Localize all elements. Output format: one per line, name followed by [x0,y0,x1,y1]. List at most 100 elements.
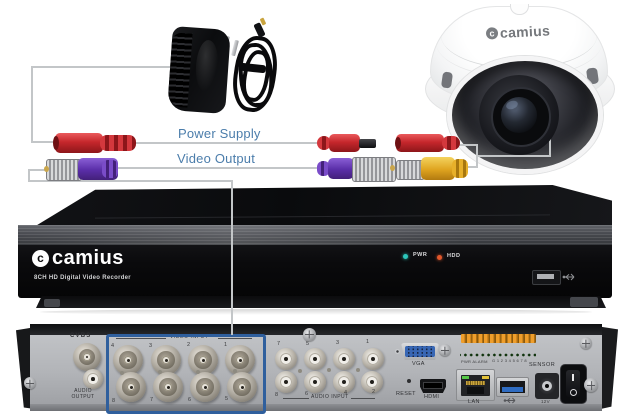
hdmi-slot [424,383,442,388]
lan-amber-led [482,376,489,379]
video-input-label-line [218,338,252,339]
video-input-port-7 [153,372,183,402]
panel-screw [24,377,36,389]
back-panel-top-edge [30,324,602,335]
panel-screw [439,344,451,356]
dc-voltage-label: 12V [541,399,550,404]
bnc-pin-hole [203,385,207,389]
pwr-led [403,254,408,259]
power-supply-label: Power Supply [178,126,261,141]
bnc-pin-hole [201,358,205,362]
dc-connector-socket [395,137,401,149]
video-input-port-1 [225,345,255,375]
mini-screw [120,371,124,375]
hdmi-port [420,379,446,393]
audio-output-label: AUDIO [74,388,92,394]
audio-input-port-5 [304,348,326,370]
video-connector-ridges [317,161,330,176]
switch-on-mark [572,374,574,381]
dvr-brand-text: camius [52,247,124,269]
dvr-foot [570,297,598,307]
sensor-label: SENSOR [529,362,556,368]
dvr-shadow [40,309,592,315]
lan-pins [466,381,485,385]
video-input-port-4 [113,345,143,375]
video-input-port-number: 1 [224,342,228,348]
video-wire-to-dvr-segment [231,180,233,335]
video-wire-segment [116,167,318,169]
dc-power-plug-red [329,134,360,152]
vga-port [401,343,439,360]
power-wire-segment [456,144,478,146]
audio-input-port-number: 8 [275,392,279,398]
lan-slot [467,387,484,394]
audio-input-label-line [351,398,375,399]
power-wire-segment [31,66,170,68]
panel-screw [580,337,592,349]
bnc-pin-hole [164,358,168,362]
terminal-label: G 1 2 3 4 5 6 7 8 [492,358,527,363]
audio-output-label: OUTPUT [71,394,95,400]
audio-input-port-number: 3 [336,340,340,346]
hdmi-label: HDMI [424,394,440,400]
switch-off-mark [570,389,577,396]
mini-screw [356,368,360,372]
vga-screw-hole [395,349,400,354]
dvr-front-face [18,245,612,298]
video-input-port-number: 6 [188,397,192,403]
bnc-pin-hole [129,385,133,389]
audio-input-port-3 [333,348,355,370]
mini-screw [196,370,200,374]
video-wire-segment [28,180,233,182]
video-connector-ridges [102,160,118,178]
pwr-led-label: PWR [413,252,428,258]
audio-input-port-4 [333,371,355,393]
video-input-port-5 [227,372,257,402]
video-wire-segment [28,169,50,171]
video-input-port-number: 2 [187,342,191,348]
cvbs-bnc-port [73,343,101,371]
audio-input-label-line [283,398,309,399]
bnc-pin-hole [240,385,244,389]
dvr-brand-logo: c camius [32,247,124,270]
dc-connector-strain-relief [442,136,460,150]
video-input-port-number: 7 [150,397,154,403]
dc-power-connector-red [396,134,444,152]
dvr-model-text: 8CH HD Digital Video Recorder [34,275,131,281]
dc-plug-strain-relief [317,136,331,150]
dc-power-connector-red [55,133,103,153]
back-panel-bottom-edge [30,404,602,411]
audio-input-port-7 [275,348,297,370]
audio-input-label: AUDIO INPUT [311,394,349,400]
sensor-terminal-block [460,342,536,358]
video-input-label-line [116,338,166,339]
camera-video-connector-ridges [452,159,468,178]
video-wire-segment [28,169,30,182]
video-connector-purple [328,158,354,179]
video-input-highlight-box [106,334,266,414]
usb3-blue-tongue [502,387,523,392]
video-input-port-6 [190,372,220,402]
front-usb-port [532,270,561,285]
bnc-center-pin [44,166,49,172]
dvr-brushed-strip [18,225,612,246]
audio-input-port-number: 7 [277,341,281,347]
video-input-port-number: 8 [112,398,116,404]
video-input-port-2 [188,345,218,375]
power-switch [560,364,587,404]
video-input-port-number: 4 [111,343,115,349]
reset-button [407,379,411,383]
lan-green-led [462,376,469,379]
camera-wire-segment [476,155,551,157]
hdd-led [437,255,442,260]
camera-video-connector-yellow [421,157,455,180]
mini-screw [158,370,162,374]
video-input-port-8 [116,372,146,402]
mini-screw [298,369,302,373]
audio-input-port-number: 5 [306,341,310,347]
camera-lens-glass [501,97,537,133]
hdd-led-label: HDD [447,253,461,259]
dc-jack-pin-hole [545,384,549,388]
usb-icon [503,397,516,404]
